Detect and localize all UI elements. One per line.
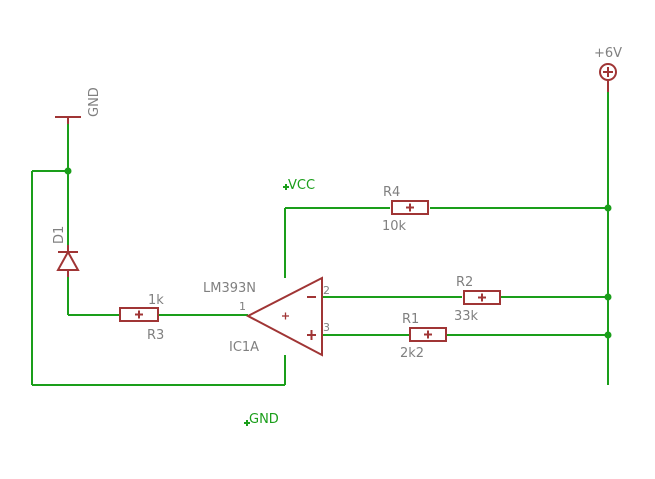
- pin-3-label: 3: [323, 321, 330, 334]
- comparator-triangle-icon: [245, 276, 323, 357]
- junctions: [64, 167, 612, 339]
- ic-value: LM393N: [203, 281, 256, 296]
- junction-dot: [604, 331, 612, 339]
- r4-name: R4: [383, 185, 400, 200]
- ic-name: IC1A: [229, 340, 259, 355]
- r3-value: 1k: [148, 293, 164, 308]
- resistor-r2: R2 33k: [454, 275, 501, 324]
- resistor-r4: R4 10k: [382, 185, 429, 234]
- diode-triangle-icon: [56, 249, 80, 271]
- r3-name: R3: [147, 328, 164, 343]
- supply-symbol: +6V: [594, 46, 622, 92]
- pin-2-label: 2: [323, 284, 330, 297]
- resistor-body: [119, 307, 159, 322]
- vcc-net-label: VCC: [288, 178, 315, 193]
- resistor-body: [391, 200, 429, 215]
- resistor-r3: 1k R3: [119, 293, 164, 343]
- gnd-net-label: GND: [249, 412, 279, 427]
- gnd-top-label: GND: [87, 87, 102, 117]
- pin-1-label: 1: [239, 300, 246, 313]
- resistor-r1: R1 2k2: [400, 312, 447, 361]
- junction-dot: [604, 293, 612, 301]
- r2-value: 33k: [454, 309, 479, 324]
- r1-value: 2k2: [400, 346, 424, 361]
- junction-dot: [64, 167, 72, 175]
- resistor-body: [409, 327, 447, 342]
- supply-label: +6V: [594, 46, 622, 61]
- r2-name: R2: [456, 275, 473, 290]
- wires: [31, 92, 609, 426]
- gnd-top-symbol: GND: [55, 87, 102, 124]
- r4-value: 10k: [382, 219, 407, 234]
- d1-label: D1: [52, 226, 67, 244]
- junction-dot: [604, 204, 612, 212]
- comparator-ic1a: LM393N IC1A 1 2 3: [203, 276, 330, 357]
- r1-name: R1: [402, 312, 419, 327]
- diode-d1: D1: [52, 226, 80, 277]
- resistor-body: [463, 290, 501, 305]
